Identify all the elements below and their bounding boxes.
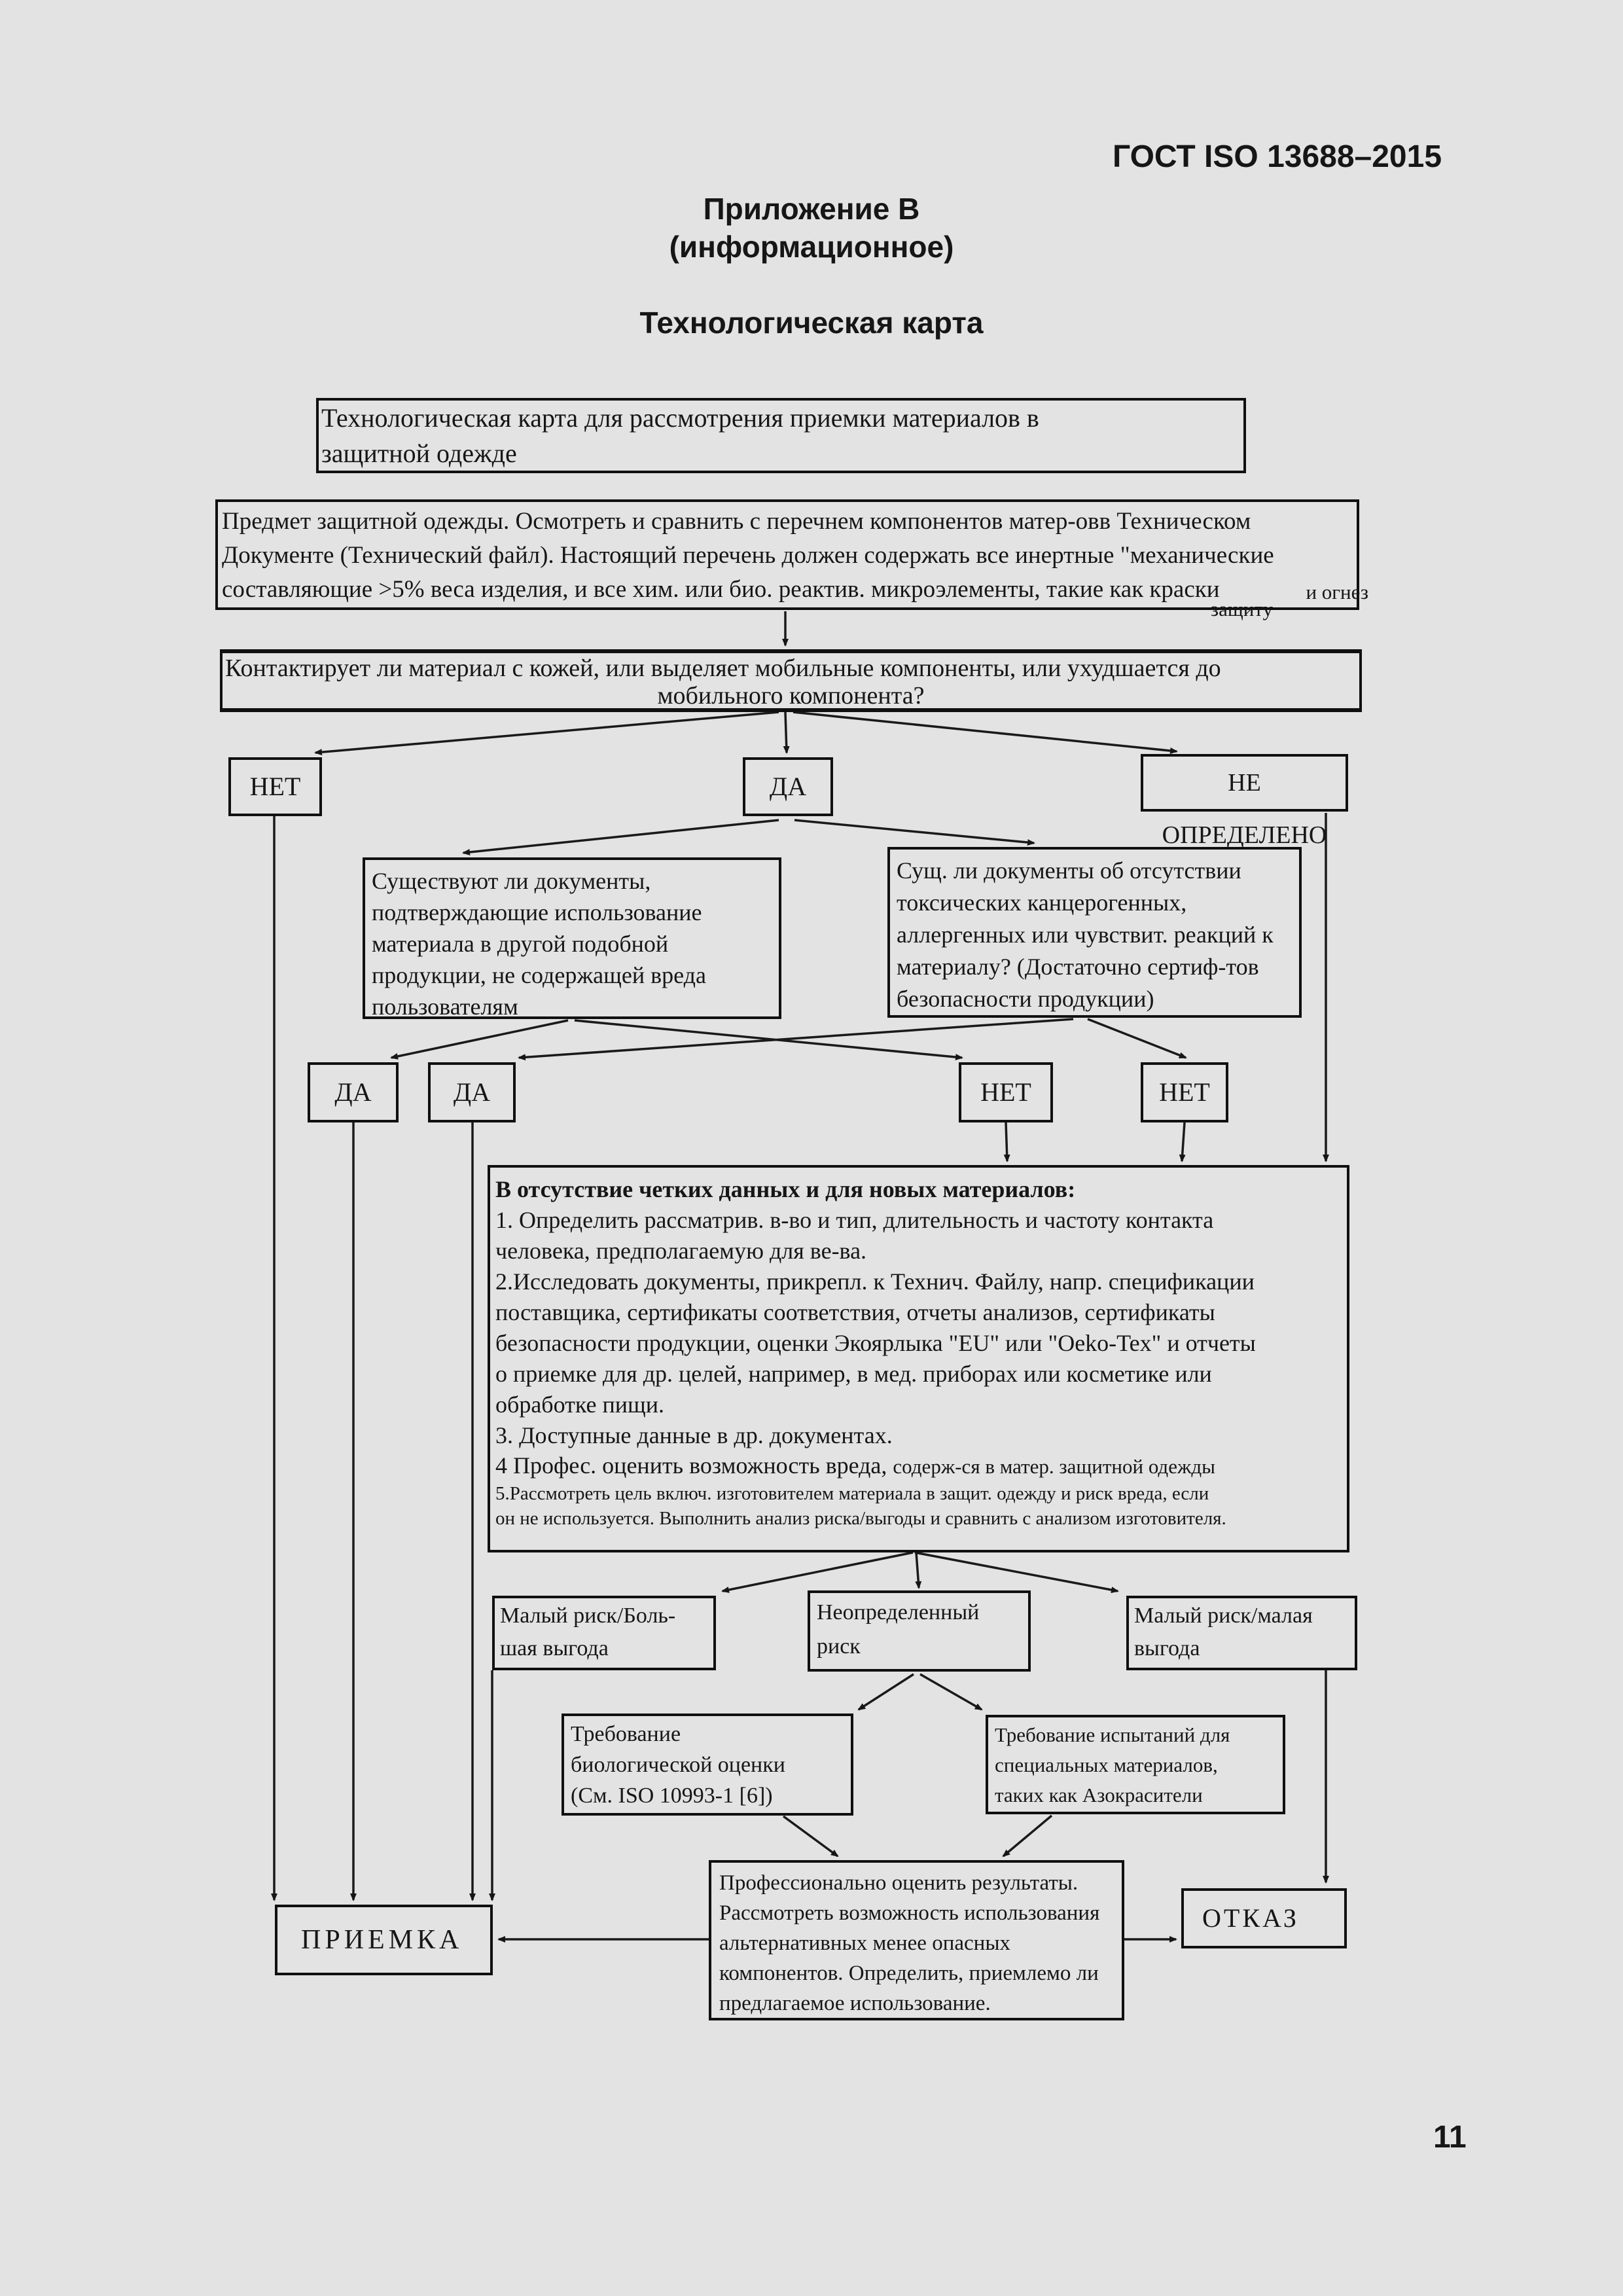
text-line: выгода <box>1134 1636 1200 1660</box>
risk-low-high-benefit-box: Малый риск/Боль-шая выгода <box>492 1596 716 1670</box>
contact-question-line2: мобильного компонента? <box>657 682 925 709</box>
page-number: 11 <box>1433 2120 1467 2155</box>
text-line: риск <box>817 1634 861 1659</box>
special-test-box: Требование испытаний для специальных мате… <box>986 1715 1285 1814</box>
text-line: поставщика, сертификаты соответствия, от… <box>495 1299 1215 1325</box>
risk-undetermined-box: Неопределенный риск <box>808 1590 1031 1672</box>
text-line: 2.Исследовать документы, прикрепл. к Тех… <box>495 1268 1255 1295</box>
text-line: токсических канцерогенных, <box>897 889 1187 916</box>
scope-box: Предмет защитной одежды. Осмотреть и сра… <box>215 499 1368 620</box>
text-line: специальных материалов, <box>995 1753 1218 1776</box>
text-line: Предмет защитной одежды. Осмотреть и сра… <box>222 508 1251 535</box>
docs-similar-products-box: Существуют ли документы, подтверждающие и… <box>363 857 781 1022</box>
answer-yes-box: ДА <box>743 757 833 816</box>
risk-low-low-benefit-lines: Малый риск/малая выгода <box>1134 1600 1355 1665</box>
text-line: 3. Доступные данные в др. документах. <box>495 1422 893 1448</box>
docs-no-toxicity-box: Сущ. ли документы об отсутствии токсическ… <box>887 847 1302 1018</box>
answer-no-box: НЕТ <box>228 757 322 816</box>
text-line: Рассмотреть возможность использования <box>719 1901 1100 1925</box>
text-line: предлагаемое использование. <box>719 1992 991 2015</box>
text-line: Сущ. ли документы об отсутствии <box>897 857 1241 884</box>
flow-title-lines: Технологическая карта для рассмотрения п… <box>321 401 1243 471</box>
no-data-item4: 4 Профес. оценить возможность вреда, сод… <box>495 1451 1347 1481</box>
text-line: таких как Азокрасители <box>995 1784 1203 1806</box>
text-line: о приемке для др. целей, например, в мед… <box>495 1361 1212 1387</box>
no-data-lines: 1. Определить рассматрив. в-во и тип, дл… <box>495 1205 1347 1451</box>
flow-title-box: Технологическая карта для рассмотрения п… <box>316 398 1246 473</box>
answer-undetermined-box: НЕ ОПРЕДЕЛЕНО <box>1141 754 1348 849</box>
text-line: Профессионально оценить результаты. <box>719 1871 1079 1895</box>
text-line: шая выгода <box>500 1636 609 1660</box>
text-line: компонентов. Определить, приемлемо ли <box>719 1962 1099 1985</box>
risk-undetermined-lines: Неопределенный риск <box>817 1596 1028 1664</box>
text-line: биологической оценки <box>571 1753 785 1777</box>
no-data-item4-normal: 4 Профес. оценить возможность вреда, <box>495 1452 887 1479</box>
text-line: Неопределенный <box>817 1600 980 1624</box>
no-data-item4-small: содерж-ся в матер. защитной одежды <box>893 1455 1215 1478</box>
docs-similar-products-lines: Существуют ли документы, подтверждающие и… <box>372 865 779 1022</box>
text-line: Требование <box>571 1722 681 1746</box>
risk-low-high-benefit-lines: Малый риск/Боль-шая выгода <box>500 1600 713 1665</box>
text-line: Малый риск/малая <box>1134 1604 1313 1628</box>
text-line: пользователям <box>372 994 518 1020</box>
text-line: Требование испытаний для <box>995 1723 1230 1746</box>
text-line: безопасности продукции) <box>897 986 1154 1012</box>
text-line: безопасности продукции, оценки Экоярлыка… <box>495 1330 1256 1356</box>
text-line: подтверждающие использование <box>372 899 702 925</box>
text-line: материалу? (Достаточно сертиф-тов <box>897 954 1259 980</box>
text-line: обработке пищи. <box>495 1391 664 1418</box>
text-line: Технологическая карта для рассмотрения п… <box>321 403 1039 433</box>
scope-lines: Предмет защитной одежды. Осмотреть и сра… <box>222 505 1357 607</box>
contact-question-line1: Контактирует ли материал с кожей, или вы… <box>225 655 1221 682</box>
text-line: человека, предполагаемую для ве-ва. <box>495 1238 867 1264</box>
no-data-box: В отсутствие четких данных и для новых м… <box>488 1165 1349 1552</box>
section-title: Технологическая карта <box>639 306 984 340</box>
risk-low-low-benefit-box: Малый риск/малая выгода <box>1126 1596 1357 1670</box>
final-eval-box: Профессионально оценить результаты. Рассм… <box>709 1860 1124 2020</box>
standard-number: ГОСТ ISO 13688–2015 <box>1113 139 1442 174</box>
annex-title: Приложение В <box>703 192 920 226</box>
final-eval-lines: Профессионально оценить результаты. Рассм… <box>719 1868 1122 2018</box>
docs-no-toxicity-lines: Сущ. ли документы об отсутствии токсическ… <box>897 855 1299 1015</box>
reject-box: ОТКАЗ <box>1181 1888 1347 1948</box>
text-line: Малый риск/Боль- <box>500 1604 676 1628</box>
text-line: 5.Рассмотреть цель включ. изготовителем … <box>495 1483 1209 1504</box>
bio-eval-lines: Требование биологической оценки (См. ISO 1… <box>571 1719 851 1811</box>
text-line: продукции, не содержащей вреда <box>372 962 706 988</box>
text-line: Существуют ли документы, <box>372 868 651 894</box>
scope-overflow-bottom: защиту <box>1210 598 1273 620</box>
scope-overflow-top: и огнез <box>1306 581 1368 603</box>
bio-eval-box: Требование биологической оценки (См. ISO 1… <box>562 1713 853 1816</box>
answer2-yes1-box: ДА <box>308 1062 399 1122</box>
no-data-small-lines: 5.Рассмотреть цель включ. изготовителем … <box>495 1481 1347 1531</box>
answer2-no2-box: НЕТ <box>1141 1062 1228 1122</box>
text-line: аллергенных или чувствит. реакций к <box>897 922 1274 948</box>
contact-question-box: Контактирует ли материал с кожей, или вы… <box>220 649 1362 712</box>
answer2-no1-box: НЕТ <box>959 1062 1053 1122</box>
text-line: (См. ISO 10993-1 [6]) <box>571 1784 773 1808</box>
text-line: альтернативных менее опасных <box>719 1931 1010 1955</box>
annex-type: (информационное) <box>669 230 954 264</box>
accept-box: ПРИЕМКА <box>275 1905 493 1975</box>
text-line: 1. Определить рассматрив. в-во и тип, дл… <box>495 1207 1214 1233</box>
text-line: он не используется. Выполнить анализ рис… <box>495 1508 1226 1529</box>
text-line: Документе (Технический файл). Настоящий … <box>222 542 1274 569</box>
answer2-yes2-box: ДА <box>428 1062 516 1122</box>
text-line: материала в другой подобной <box>372 931 669 957</box>
text-line: составляющие >5% веса изделия, и все хим… <box>222 576 1220 603</box>
special-test-lines: Требование испытаний для специальных мате… <box>995 1720 1283 1810</box>
text-line: защитной одежде <box>321 439 517 468</box>
no-data-title: В отсутствие четких данных и для новых м… <box>495 1176 1076 1202</box>
